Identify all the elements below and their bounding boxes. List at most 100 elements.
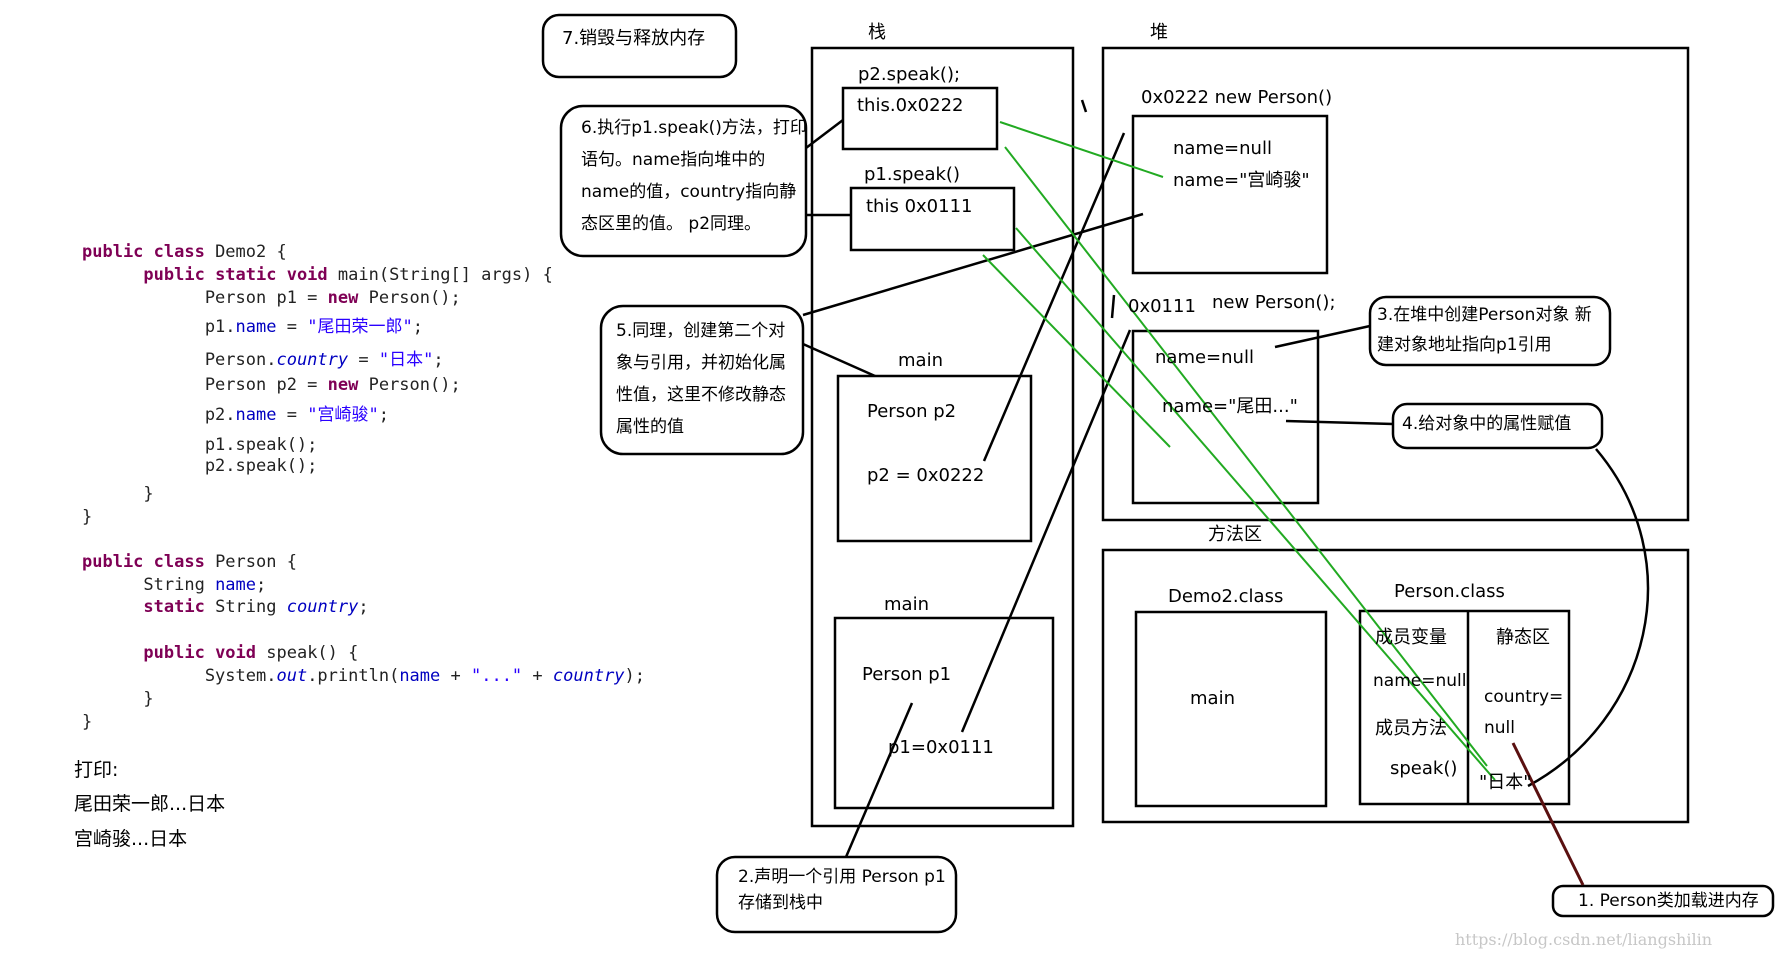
code-token: ; [378, 405, 389, 425]
note-5: 5.同理，创建第二个对象与引用，并初始化属性值，这里不修改静态属性的值 [616, 321, 786, 437]
code-token: = [276, 405, 308, 425]
demo2-class-title: Demo2.class [1168, 586, 1284, 607]
code-token: out [276, 666, 308, 686]
note-1: 1. Person类加载进内存 [1578, 891, 1759, 911]
code-token: "日本" [378, 350, 434, 370]
code-token: System. [82, 666, 277, 686]
heap-obj1-new: new Person(); [1212, 292, 1336, 313]
person-class-title: Person.class [1394, 581, 1505, 602]
print-line-2: 宫崎骏...日本 [74, 828, 188, 850]
code-token: Demo2 { [215, 242, 287, 262]
member-methods-label: 成员方法 [1375, 718, 1447, 739]
code-line: p1.speak(); [82, 435, 318, 455]
p1-speak-this: this 0x0111 [866, 196, 973, 217]
code-token: static [143, 597, 216, 617]
frame-p1-speak [849, 186, 1016, 252]
heap-obj2-field1: name=null [1173, 138, 1272, 159]
code-token: Person. [82, 350, 277, 370]
code-token: String [82, 575, 216, 595]
code-line: } [82, 712, 92, 732]
code-token: p2.speak(); [82, 456, 318, 476]
note-3: 3.在堆中创建Person对象 新建对象地址指向p1引用 [1377, 305, 1592, 355]
code-token: ); [624, 666, 646, 686]
code-token: name [235, 317, 277, 337]
note-7: 7.销毁与释放内存 [562, 28, 706, 49]
code-token: public static void [143, 265, 338, 285]
code-line: public class Demo2 { [82, 242, 287, 262]
code-token: p2. [82, 405, 236, 425]
code-token: = [276, 317, 308, 337]
code-token: .println( [307, 666, 400, 686]
code-line: System.out.println(name + "..." + countr… [82, 666, 645, 686]
code-token: } [82, 712, 93, 732]
code-token: Person { [215, 552, 297, 572]
stack-title: 栈 [868, 22, 886, 43]
code-token: = [348, 350, 379, 370]
code-token: main(String[] args) { [337, 265, 553, 285]
code-token: new [327, 288, 369, 308]
heap-obj2-header: 0x0222 new Person() [1141, 87, 1333, 108]
code-line: p1.name = "尾田荣一郎"; [82, 317, 423, 337]
demo2-class-box [1134, 610, 1328, 808]
note6-bubble [559, 104, 808, 258]
frame-main-top [836, 374, 1033, 543]
static-country: country= [1484, 687, 1564, 707]
code-token: country [276, 350, 349, 370]
code-line: } [82, 689, 154, 709]
main-top-var: Person p2 [867, 401, 957, 422]
code-token [82, 643, 143, 663]
code-token: ; [256, 575, 267, 595]
main-bottom-val: p1=0x0111 [888, 737, 994, 758]
code-token [82, 265, 143, 285]
code-token: name [399, 666, 441, 686]
heap-obj1-field1: name=null [1155, 347, 1254, 368]
heap-obj1-addr: 0x0111 [1128, 296, 1196, 317]
code-token: Person p2 = [82, 375, 328, 395]
static-null: null [1484, 718, 1515, 738]
note-4: 4.给对象中的属性赋值 [1402, 414, 1572, 434]
note4-bubble [1391, 402, 1604, 450]
note7-bubble [541, 13, 738, 79]
code-line: public class Person { [82, 552, 297, 572]
code-token: } [82, 484, 154, 504]
code-token: public class [82, 242, 216, 262]
person-class-box [1358, 609, 1571, 806]
note-2: 2.声明一个引用 Person p1 存储到栈中 [738, 867, 946, 913]
heap-obj1-field2: name="尾田..." [1162, 396, 1298, 417]
code-token: } [82, 689, 154, 709]
code-line: Person p2 = new Person(); [82, 375, 461, 395]
code-line: Person p1 = new Person(); [82, 288, 461, 308]
p2-speak-label: p2.speak(); [858, 64, 961, 85]
main-bottom-var: Person p1 [862, 664, 952, 685]
code-token: ; [358, 597, 369, 617]
print-label: 打印: [74, 759, 119, 781]
heap-region [1101, 46, 1690, 522]
code-token: ; [412, 317, 423, 337]
note5-bubble [599, 304, 805, 456]
main-top-label: main [898, 350, 943, 371]
heap-obj2-field2: name="宫崎骏" [1173, 170, 1310, 191]
static-area-label: 静态区 [1496, 627, 1550, 648]
watermark: https://blog.csdn.net/liangshilin [1455, 930, 1712, 949]
main-top-val: p2 = 0x0222 [867, 465, 985, 486]
main-bottom-label: main [884, 594, 929, 615]
code-token: + [522, 666, 553, 686]
code-token: Person(); [368, 375, 461, 395]
code-token: "尾田荣一郎" [307, 317, 413, 337]
note1-bubble [1551, 884, 1775, 918]
code-token: "..." [470, 666, 523, 686]
code-token: "宫崎骏" [307, 405, 379, 425]
code-token: } [82, 507, 93, 527]
code-line: public void speak() { [82, 643, 358, 663]
stack-region [810, 46, 1075, 828]
code-line: } [82, 507, 92, 527]
code-line: } [82, 484, 154, 504]
code-token: + [440, 666, 471, 686]
heap-object-0x0222 [1131, 114, 1329, 275]
frame-p2-speak [841, 86, 999, 151]
code-token: ; [433, 350, 444, 370]
code-line: p2.name = "宫崎骏"; [82, 405, 389, 425]
note3-bubble [1368, 295, 1612, 367]
